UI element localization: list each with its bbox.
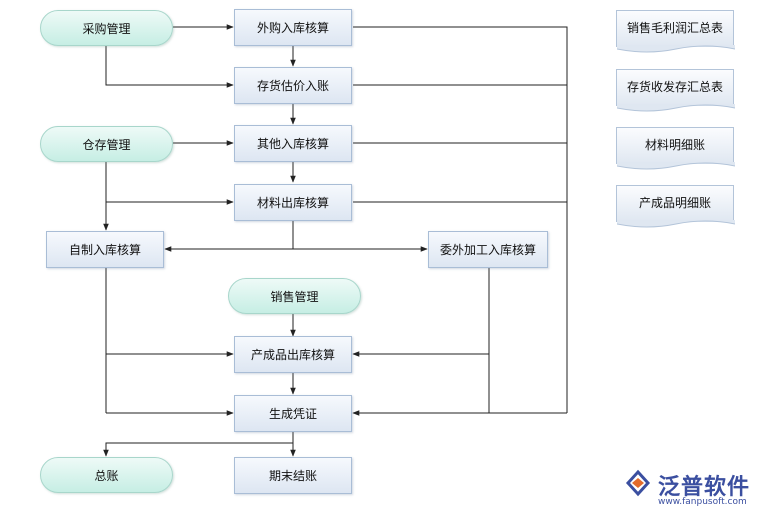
- warehouse-mgmt-label: 仓存管理: [82, 137, 131, 152]
- report-material-ledger[interactable]: 材料明细账: [616, 127, 735, 170]
- warehouse-mgmt-node[interactable]: 仓存管理: [40, 126, 173, 162]
- report-material-ledger-label: 材料明细账: [644, 137, 705, 152]
- purchase-in-cost-label: 外购入库核算: [256, 21, 329, 35]
- outsourced-in-cost-node[interactable]: 委外加工入库核算: [428, 231, 548, 268]
- self-made-in-cost-label: 自制入库核算: [68, 243, 141, 257]
- product-out-cost-node[interactable]: 产成品出库核算: [234, 336, 352, 373]
- outsourced-in-cost-label: 委外加工入库核算: [439, 243, 536, 257]
- logo-url-text: www.fanpusoft.com: [658, 497, 747, 507]
- report-product-ledger[interactable]: 产成品明细账: [616, 185, 735, 228]
- product-out-cost-label: 产成品出库核算: [250, 348, 335, 362]
- stock-estimate-label: 存货估价入账: [256, 79, 329, 93]
- logo-brand-text: 泛普软件: [658, 475, 751, 500]
- report-stock-io-summary[interactable]: 存货收发存汇总表: [616, 69, 735, 112]
- sales-mgmt-label: 销售管理: [270, 289, 319, 304]
- fanpu-logo-icon: [625, 469, 651, 497]
- general-ledger-node[interactable]: 总账: [40, 457, 173, 493]
- report-product-ledger-label: 产成品明细账: [638, 195, 711, 210]
- report-wave-shape: [617, 220, 735, 228]
- arrow-purchase-to-estimate: [105, 46, 234, 88]
- stock-estimate-node[interactable]: 存货估价入账: [234, 67, 352, 104]
- report-sales-gross-profit[interactable]: 销售毛利润汇总表: [616, 10, 735, 53]
- report-stock-io-summary-label: 存货收发存汇总表: [626, 79, 723, 94]
- report-wave-shape: [617, 104, 735, 112]
- sales-mgmt-node[interactable]: 销售管理: [228, 278, 361, 314]
- period-close-node[interactable]: 期末结账: [234, 457, 352, 494]
- line-right-bus: [353, 26, 568, 413]
- material-out-cost-node[interactable]: 材料出库核算: [234, 184, 352, 221]
- material-out-cost-label: 材料出库核算: [256, 196, 329, 210]
- other-in-cost-label: 其他入库核算: [256, 137, 329, 151]
- report-wave-shape: [617, 45, 735, 53]
- purchase-in-cost-node[interactable]: 外购入库核算: [234, 9, 352, 46]
- report-sales-gross-profit-label: 销售毛利润汇总表: [626, 20, 723, 35]
- purchase-mgmt-label: 采购管理: [82, 21, 131, 36]
- general-ledger-label: 总账: [94, 468, 119, 483]
- period-close-label: 期末结账: [268, 469, 317, 483]
- report-wave-shape: [617, 162, 735, 170]
- purchase-mgmt-node[interactable]: 采购管理: [40, 10, 173, 46]
- generate-voucher-node[interactable]: 生成凭证: [234, 395, 352, 432]
- generate-voucher-label: 生成凭证: [268, 407, 317, 421]
- fanpu-logo: 泛普软件 www.fanpusoft.com: [624, 466, 754, 514]
- other-in-cost-node[interactable]: 其他入库核算: [234, 125, 352, 162]
- self-made-in-cost-node[interactable]: 自制入库核算: [46, 231, 164, 268]
- arrow-voucher-to-ledger: [103, 442, 293, 457]
